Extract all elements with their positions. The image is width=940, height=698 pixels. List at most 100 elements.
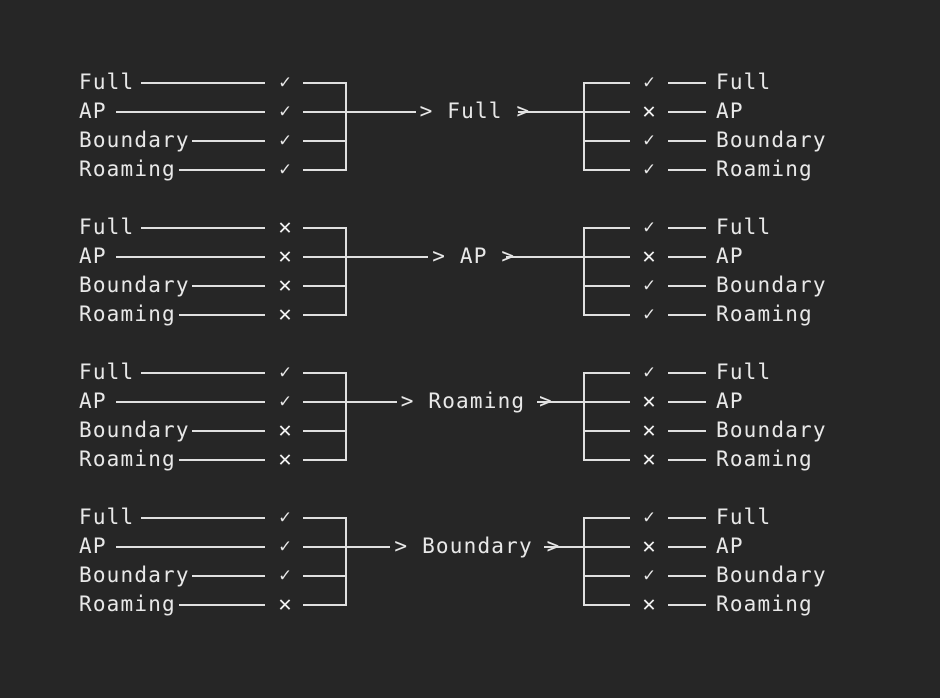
right-mark: ✕ (636, 242, 662, 271)
left-arrow-line (347, 111, 416, 113)
right-connector-line (668, 256, 706, 258)
right-bracket-stub (585, 256, 630, 258)
right-mark: ✓ (636, 126, 662, 155)
left-bracket-spine (345, 82, 347, 171)
left-bracket-stub (303, 227, 347, 229)
right-connector-line (668, 546, 706, 548)
row: Full✓✓Full (0, 503, 940, 532)
left-label: Roaming (79, 157, 176, 181)
left-label: Roaming (79, 592, 176, 616)
left-label: AP (79, 389, 107, 413)
right-bracket-stub (585, 82, 630, 84)
left-arrow-line (347, 256, 429, 258)
left-connector-line (179, 604, 265, 606)
right-cross-icon: ✕ (642, 389, 656, 414)
right-label: Boundary (716, 128, 827, 152)
left-label: Full (79, 505, 135, 529)
right-arrow-line (543, 546, 585, 548)
right-connector-line (668, 227, 706, 229)
left-mark: ✕ (272, 300, 298, 329)
left-mark: ✕ (272, 416, 298, 445)
right-check-icon: ✓ (643, 361, 655, 383)
left-bracket-stub (303, 372, 347, 374)
right-mark: ✓ (636, 155, 662, 184)
right-connector-line (668, 140, 706, 142)
right-bracket-stub (585, 111, 630, 113)
right-bracket-stub (585, 430, 630, 432)
right-label: AP (716, 99, 744, 123)
right-label: Roaming (716, 447, 813, 471)
left-label: Roaming (79, 302, 176, 326)
right-connector-line (668, 401, 706, 403)
left-label: Boundary (79, 563, 190, 587)
right-label: Full (716, 70, 772, 94)
left-bracket-spine (345, 227, 347, 316)
left-mark: ✓ (272, 387, 298, 416)
left-connector-line (191, 430, 265, 432)
right-mark: ✕ (636, 387, 662, 416)
left-bracket-stub (303, 546, 347, 548)
right-check-icon: ✓ (643, 71, 655, 93)
left-cross-icon: ✕ (278, 244, 292, 269)
left-cross-icon: ✕ (278, 592, 292, 617)
right-label: AP (716, 244, 744, 268)
left-mark: ✓ (272, 532, 298, 561)
left-mark: ✓ (272, 97, 298, 126)
left-connector-line (179, 314, 265, 316)
right-bracket-stub (585, 140, 630, 142)
left-arrow-line (347, 546, 391, 548)
right-bracket-stub (585, 575, 630, 577)
left-bracket-stub (303, 82, 347, 84)
right-bracket-stub (585, 227, 630, 229)
left-label: AP (79, 534, 107, 558)
right-label: Boundary (716, 563, 827, 587)
right-mark: ✕ (636, 97, 662, 126)
right-connector-line (668, 430, 706, 432)
left-label: Full (79, 360, 135, 384)
left-connector-line (116, 111, 265, 113)
left-label: AP (79, 244, 107, 268)
left-mark: ✕ (272, 590, 298, 619)
right-mark: ✓ (636, 271, 662, 300)
right-label: Boundary (716, 273, 827, 297)
right-label: AP (716, 534, 744, 558)
left-connector-line (141, 82, 265, 84)
right-mark: ✕ (636, 532, 662, 561)
right-label: Boundary (716, 418, 827, 442)
left-mark: ✕ (272, 242, 298, 271)
left-bracket-spine (345, 372, 347, 461)
row: Roaming✕✓Roaming (0, 300, 940, 329)
right-arrow-line (518, 111, 585, 113)
left-check-icon: ✓ (279, 390, 291, 412)
left-connector-line (179, 459, 265, 461)
left-check-icon: ✓ (279, 506, 291, 528)
left-mark: ✓ (272, 358, 298, 387)
right-bracket-spine (583, 517, 585, 606)
left-label: Roaming (79, 447, 176, 471)
right-mark: ✕ (636, 416, 662, 445)
right-label: Roaming (716, 157, 813, 181)
right-cross-icon: ✕ (642, 534, 656, 559)
right-check-icon: ✓ (643, 158, 655, 180)
right-mark: ✓ (636, 561, 662, 590)
left-bracket-stub (303, 140, 347, 142)
left-connector-line (179, 169, 265, 171)
right-mark: ✓ (636, 68, 662, 97)
row: Boundary✓✓Boundary (0, 126, 940, 155)
row: Boundary✕✕Boundary (0, 416, 940, 445)
left-label: Boundary (79, 128, 190, 152)
right-connector-line (668, 314, 706, 316)
right-bracket-spine (583, 82, 585, 171)
left-connector-line (116, 546, 265, 548)
left-label: Full (79, 215, 135, 239)
left-bracket-stub (303, 575, 347, 577)
right-connector-line (668, 285, 706, 287)
right-connector-line (668, 111, 706, 113)
right-connector-line (668, 517, 706, 519)
left-cross-icon: ✕ (278, 273, 292, 298)
right-cross-icon: ✕ (642, 592, 656, 617)
